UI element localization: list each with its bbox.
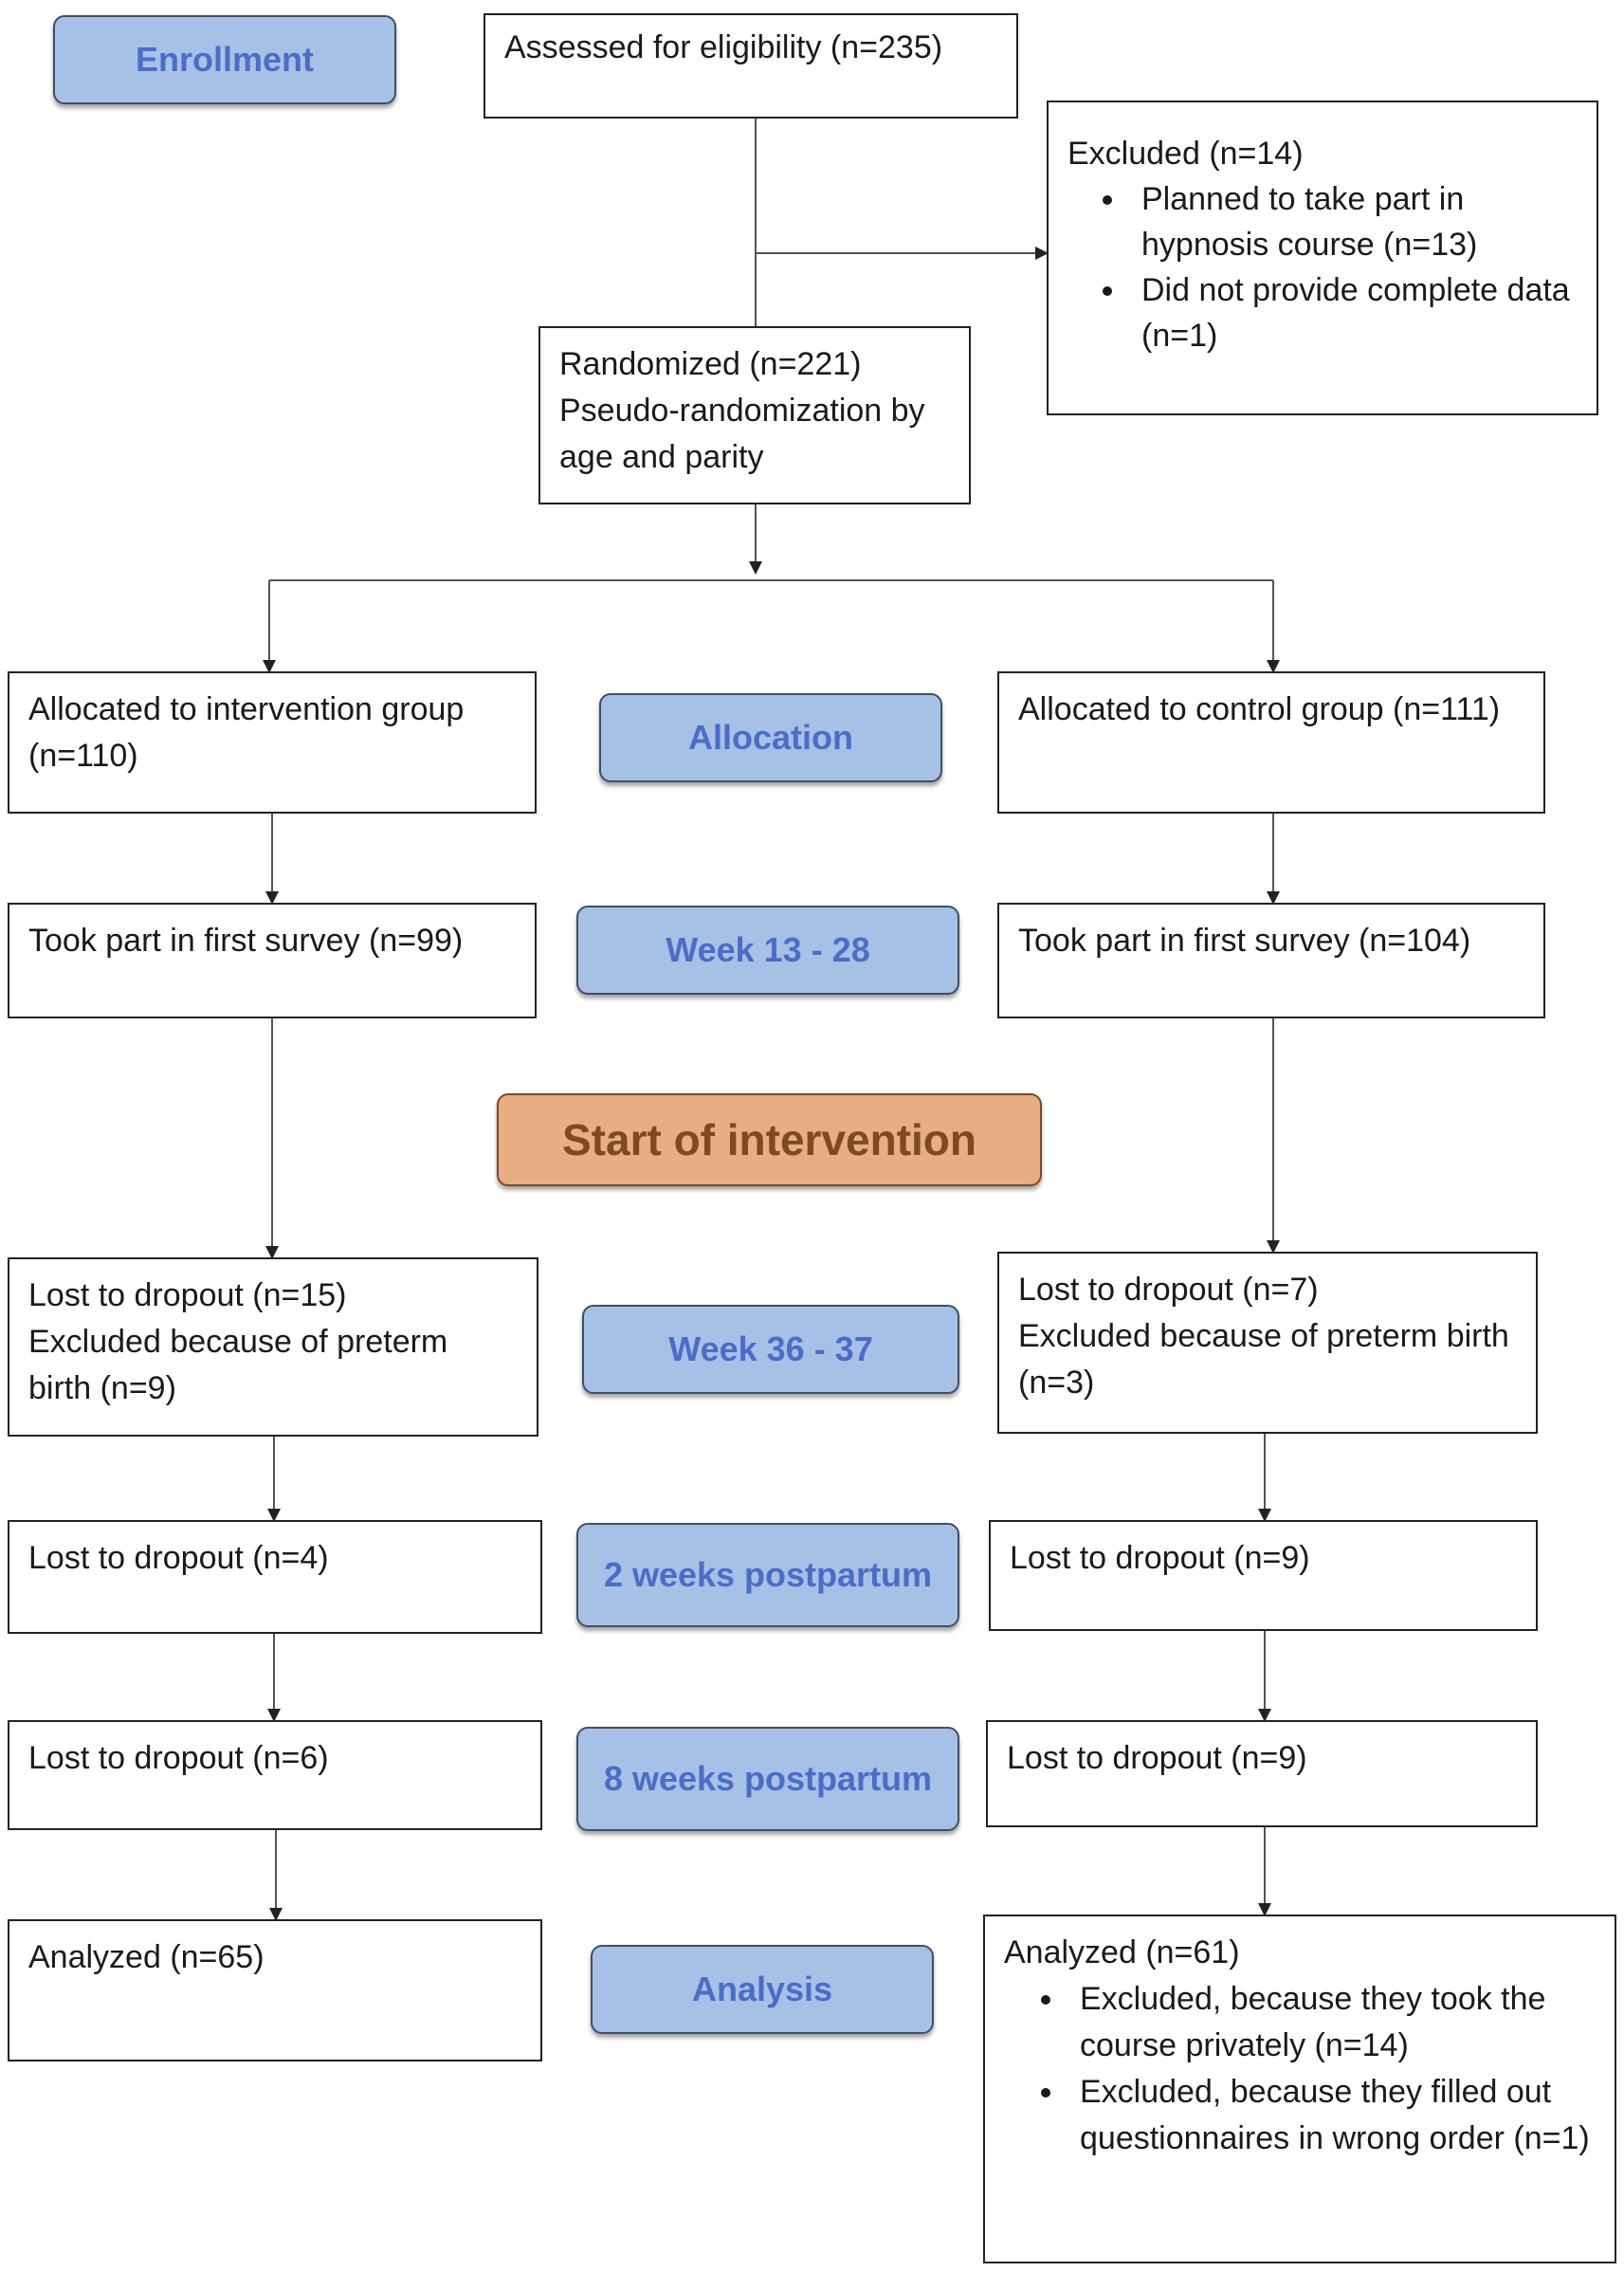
- excluded-box: Excluded (n=14) Planned to take part in …: [1047, 101, 1598, 415]
- control-pp8-box: Lost to dropout (n=9): [986, 1720, 1538, 1827]
- randomized-count: Randomized (n=221): [559, 346, 862, 382]
- intervention-week36-box: Lost to dropout (n=15) Excluded because …: [8, 1257, 538, 1437]
- control-analyzed-exclusion: Excluded, because they took the course p…: [1067, 1976, 1596, 2069]
- excluded-reason: Planned to take part in hypnosis course …: [1128, 176, 1578, 267]
- excluded-reason: Did not provide complete data (n=1): [1128, 267, 1578, 358]
- randomized-method: Pseudo-randomization by age and parity: [559, 393, 925, 475]
- stage-enrollment: Enrollment: [53, 15, 396, 104]
- intervention-week36-dropout: Lost to dropout (n=15): [28, 1277, 347, 1313]
- control-allocated-box: Allocated to control group (n=111): [997, 671, 1545, 814]
- control-analyzed-exclusions: Excluded, because they took the course p…: [1004, 1976, 1596, 2162]
- control-analyzed-count: Analyzed (n=61): [1004, 1934, 1240, 1970]
- control-first-survey-box: Took part in first survey (n=104): [997, 903, 1545, 1018]
- assessed-box: Assessed for eligibility (n=235): [484, 13, 1018, 119]
- control-week36-box: Lost to dropout (n=7) Excluded because o…: [997, 1252, 1538, 1434]
- stage-8-weeks-postpartum: 8 weeks postpartum: [576, 1727, 959, 1831]
- stage-week-13-28: Week 13 - 28: [576, 906, 959, 995]
- intervention-analyzed-box: Analyzed (n=65): [8, 1919, 542, 2061]
- intervention-week36-preterm: Excluded because of preterm birth (n=9): [28, 1324, 448, 1406]
- intervention-first-survey-box: Took part in first survey (n=99): [8, 903, 537, 1018]
- control-pp2-box: Lost to dropout (n=9): [989, 1520, 1538, 1631]
- intervention-pp2-box: Lost to dropout (n=4): [8, 1520, 542, 1634]
- control-week36-dropout: Lost to dropout (n=7): [1018, 1272, 1319, 1308]
- intervention-pp8-box: Lost to dropout (n=6): [8, 1720, 542, 1830]
- excluded-reasons: Planned to take part in hypnosis course …: [1067, 176, 1578, 358]
- randomized-box: Randomized (n=221) Pseudo-randomization …: [538, 326, 971, 504]
- assessed-text: Assessed for eligibility (n=235): [504, 29, 943, 65]
- stage-start-of-intervention: Start of intervention: [497, 1093, 1042, 1186]
- stage-allocation: Allocation: [599, 693, 942, 782]
- control-analyzed-box: Analyzed (n=61) Excluded, because they t…: [983, 1915, 1616, 2263]
- stage-analysis: Analysis: [591, 1945, 934, 2034]
- intervention-allocated-box: Allocated to intervention group (n=110): [8, 671, 537, 814]
- control-week36-preterm: Excluded because of preterm birth (n=3): [1018, 1318, 1509, 1401]
- excluded-title: Excluded (n=14): [1067, 136, 1304, 172]
- stage-2-weeks-postpartum: 2 weeks postpartum: [576, 1523, 959, 1627]
- control-analyzed-exclusion: Excluded, because they filled out questi…: [1067, 2069, 1596, 2162]
- stage-week-36-37: Week 36 - 37: [582, 1305, 959, 1394]
